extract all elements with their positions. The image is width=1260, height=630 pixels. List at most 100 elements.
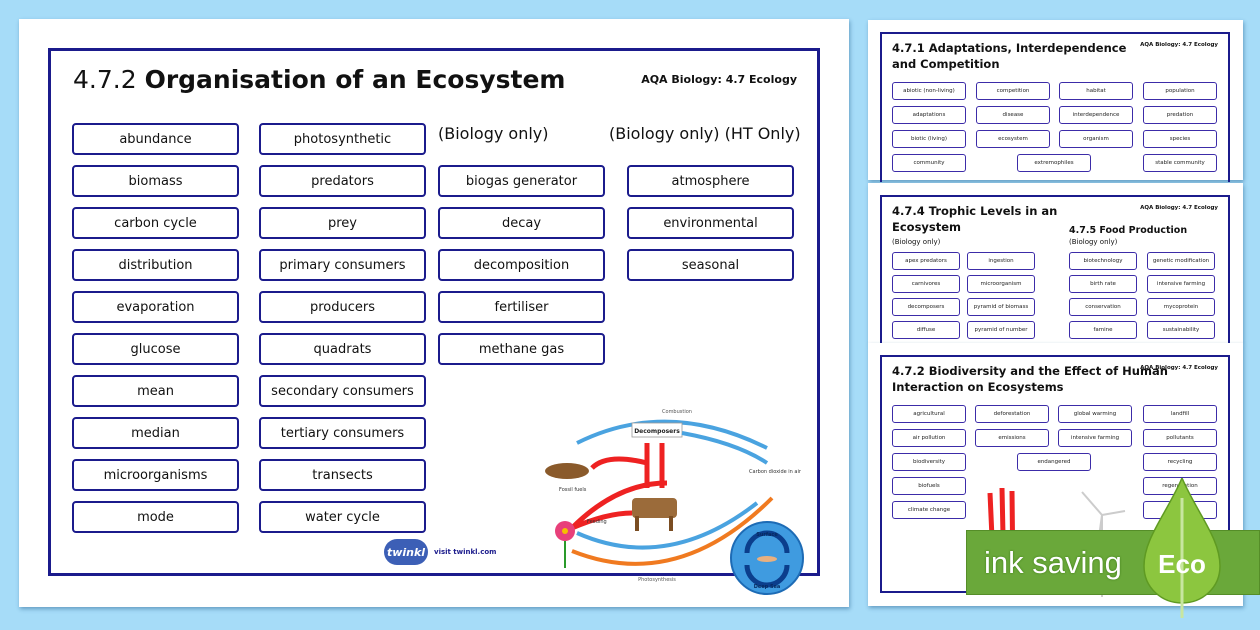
word-card: water cycle	[259, 501, 426, 533]
sheet-title: 4.7.2 Biodiversity and the Effect of Hum…	[892, 364, 1168, 394]
word-card: pyramid of biomass	[967, 298, 1035, 316]
svg-text:Carbon dioxide in air: Carbon dioxide in air	[749, 469, 802, 475]
word-card: microorganism	[967, 275, 1035, 293]
word-card: transects	[259, 459, 426, 491]
word-card: sustainability	[1147, 321, 1215, 339]
word-card: ingestion	[967, 252, 1035, 270]
word-card: recycling	[1143, 453, 1217, 471]
word-card: famine	[1069, 321, 1137, 339]
word-card: air pollution	[892, 429, 966, 447]
sheet-frame: 4.7.2 Biodiversity and the Effect of Hum…	[880, 355, 1230, 597]
word-card: biodiversity	[892, 453, 966, 471]
word-card: predators	[259, 165, 426, 197]
word-card: climate change	[892, 501, 966, 519]
subject-label: AQA Biology: 4.7 Ecology	[1140, 205, 1218, 211]
word-card: predation	[1143, 106, 1217, 124]
word-card: distribution	[72, 249, 239, 281]
column-heading: (Biology only)	[438, 124, 549, 143]
word-card: conservation	[1069, 298, 1137, 316]
word-card: adaptations	[892, 106, 966, 124]
worksheet-title: 4.7.2 Organisation of an Ecosystem	[73, 65, 565, 94]
word-card: producers	[259, 291, 426, 323]
word-card: agricultural	[892, 405, 966, 423]
svg-text:Eco: Eco	[1158, 549, 1206, 579]
ink-saving-text: ink saving	[984, 544, 1122, 580]
word-card: decomposition	[438, 249, 605, 281]
subject-label: AQA Biology: 4.7 Ecology	[1140, 42, 1218, 48]
word-card: diffuse	[892, 321, 960, 339]
word-card: competition	[976, 82, 1050, 100]
word-card: organism	[1059, 130, 1133, 148]
subject-label: AQA Biology: 4.7 Ecology	[1140, 365, 1218, 371]
word-card: median	[72, 417, 239, 449]
word-card: pyramid of number	[967, 321, 1035, 339]
word-card: global warming	[1058, 405, 1132, 423]
word-card: endangered	[1017, 453, 1091, 471]
biology-only-note: (Biology only)	[892, 238, 941, 246]
svg-text:Feeding: Feeding	[587, 519, 607, 525]
word-card: intensive farming	[1147, 275, 1215, 293]
word-card: community	[892, 154, 966, 172]
word-card: disease	[976, 106, 1050, 124]
subject-label: AQA Biology: 4.7 Ecology	[641, 73, 797, 86]
visit-link[interactable]: visit twinkl.com	[434, 548, 497, 556]
word-card: quadrats	[259, 333, 426, 365]
word-card: primary consumers	[259, 249, 426, 281]
word-card: environmental	[627, 207, 794, 239]
word-card: decomposers	[892, 298, 960, 316]
word-card: genetic modification	[1147, 252, 1215, 270]
svg-text:Photosynthesis: Photosynthesis	[638, 577, 676, 583]
word-card: atmosphere	[627, 165, 794, 197]
word-card: carnivores	[892, 275, 960, 293]
word-card: secondary consumers	[259, 375, 426, 407]
twinkl-logo: twinkl	[384, 539, 428, 565]
word-card: habitat	[1059, 82, 1133, 100]
word-card: carbon cycle	[72, 207, 239, 239]
worksheet-frame: 4.7.2 Organisation of an Ecosystem AQA B…	[48, 48, 820, 595]
word-card: fertiliser	[438, 291, 605, 323]
word-card: deforestation	[975, 405, 1049, 423]
word-card: emissions	[975, 429, 1049, 447]
word-card: prey	[259, 207, 426, 239]
title-number: 4.7.2	[73, 65, 137, 94]
word-card: population	[1143, 82, 1217, 100]
word-card: pollutants	[1143, 429, 1217, 447]
word-card: mode	[72, 501, 239, 533]
word-card: biotic (living)	[892, 130, 966, 148]
word-card: abiotic (non-living)	[892, 82, 966, 100]
word-card: photosynthetic	[259, 123, 426, 155]
food-production-title: 4.7.5 Food Production	[1069, 225, 1188, 236]
word-card: decay	[438, 207, 605, 239]
word-card: apex predators	[892, 252, 960, 270]
word-card: abundance	[72, 123, 239, 155]
svg-text:Decomposers: Decomposers	[634, 428, 680, 435]
word-card: mycoprotein	[1147, 298, 1215, 316]
word-card: landfill	[1143, 405, 1217, 423]
word-card: methane gas	[438, 333, 605, 365]
title-text: Organisation of an Ecosystem	[144, 65, 566, 94]
column-heading: (Biology only) (HT Only)	[609, 124, 801, 143]
word-card: stable community	[1143, 154, 1217, 172]
word-card: extremophiles	[1017, 154, 1091, 172]
word-card: intensive farming	[1058, 429, 1132, 447]
svg-text:Deep Sea: Deep Sea	[754, 584, 781, 590]
word-card: glucose	[72, 333, 239, 365]
eco-leaf-icon: Eco	[1143, 478, 1221, 618]
word-card: interdependence	[1059, 106, 1133, 124]
biology-only-note: (Biology only)	[1069, 238, 1118, 246]
twinkl-footer: twinkl visit twinkl.com	[384, 539, 496, 565]
word-card: mean	[72, 375, 239, 407]
word-card: ecosystem	[976, 130, 1050, 148]
word-card: biomass	[72, 165, 239, 197]
word-card: evaporation	[72, 291, 239, 323]
word-card: birth rate	[1069, 275, 1137, 293]
svg-text:Combustion: Combustion	[662, 409, 692, 415]
word-card: species	[1143, 130, 1217, 148]
word-card: biogas generator	[438, 165, 605, 197]
